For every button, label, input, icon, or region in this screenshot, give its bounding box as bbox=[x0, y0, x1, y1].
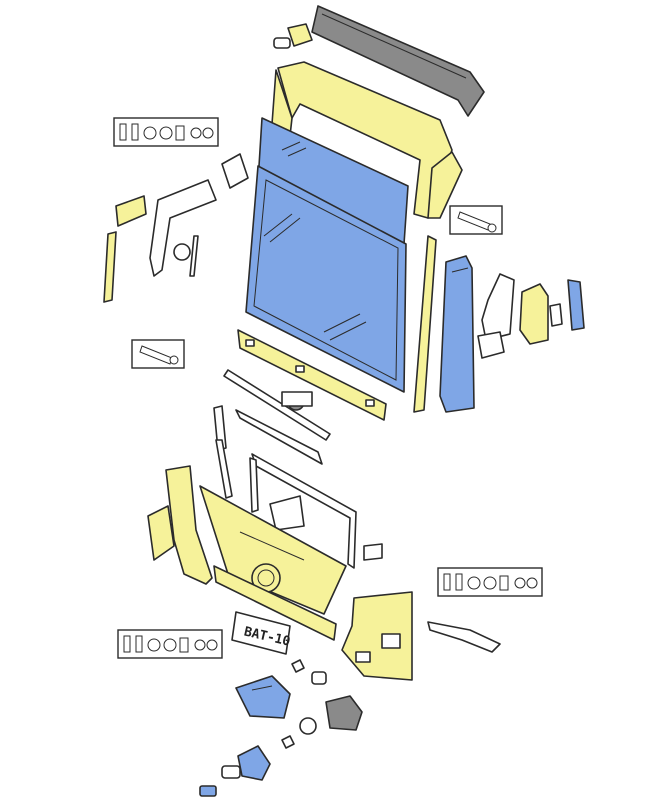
wiper-bracket bbox=[213, 405, 227, 451]
bolt-icon bbox=[119, 123, 127, 141]
license-plate: BAT-10 bbox=[231, 611, 292, 655]
washer-icon bbox=[143, 126, 157, 140]
ring-icon bbox=[202, 127, 214, 139]
bolt-icon bbox=[443, 573, 451, 591]
cowl-bracket bbox=[269, 495, 305, 531]
grille-support-frame bbox=[249, 453, 357, 569]
small-bolt bbox=[291, 659, 305, 673]
mirror-arm-left bbox=[149, 153, 249, 277]
marker-light-top bbox=[273, 23, 313, 49]
front-grille bbox=[199, 485, 347, 615]
nut-icon bbox=[159, 126, 173, 140]
ring-icon bbox=[526, 577, 538, 589]
adhesive-tube-icon bbox=[139, 345, 179, 365]
adhesive-tube-icon bbox=[457, 211, 497, 233]
bumper-corner-right bbox=[341, 591, 413, 681]
windshield-glass bbox=[245, 165, 407, 393]
grommet-ring bbox=[299, 717, 317, 735]
connector-bracket bbox=[363, 543, 383, 561]
corner-panel-left bbox=[147, 465, 213, 585]
windshield-lower-trim bbox=[237, 329, 387, 421]
small-bolt-lower bbox=[281, 735, 295, 749]
a-pillar-strip-right bbox=[413, 235, 437, 413]
trim-left-rod bbox=[189, 235, 199, 277]
washer-icon bbox=[467, 576, 481, 590]
washer-icon bbox=[147, 638, 161, 652]
bolt-icon bbox=[455, 573, 463, 591]
trim-left-strip bbox=[103, 231, 117, 303]
bulb-socket bbox=[311, 671, 327, 685]
indicator-lamp bbox=[325, 695, 363, 731]
trim-left-upper bbox=[115, 195, 147, 227]
adhesive-tube-panel-right bbox=[449, 205, 503, 235]
ring-icon bbox=[206, 639, 218, 651]
step-bracket-right bbox=[427, 621, 501, 653]
lens-cover bbox=[221, 765, 241, 779]
fastener-kit-top-left bbox=[113, 117, 219, 147]
bolt-icon bbox=[135, 635, 143, 653]
clip-icon bbox=[179, 637, 189, 653]
adhesive-tube-panel-left bbox=[131, 339, 185, 369]
hinge-strip-left bbox=[215, 439, 233, 499]
headlamp-housing bbox=[235, 675, 291, 719]
nut-icon bbox=[483, 576, 497, 590]
wiper-linkage bbox=[223, 369, 331, 465]
fastener-kit-right bbox=[437, 567, 543, 597]
bolt-icon bbox=[123, 635, 131, 653]
fastener-kit-bottom-left bbox=[117, 629, 223, 659]
lower-bumper-bar bbox=[213, 565, 337, 641]
grommet-icon bbox=[514, 577, 526, 589]
side-mirror-right bbox=[477, 273, 585, 359]
clip-icon bbox=[499, 575, 509, 591]
bolt-icon bbox=[131, 123, 139, 141]
upper-frame bbox=[271, 61, 463, 219]
clip-tiny bbox=[199, 785, 217, 797]
nut-icon bbox=[163, 638, 177, 652]
clip-icon bbox=[175, 125, 185, 141]
sun-visor bbox=[311, 5, 485, 117]
grommet-icon bbox=[194, 639, 206, 651]
door-pillar-right bbox=[439, 255, 475, 413]
grommet-icon bbox=[190, 127, 202, 139]
fog-lamp-lower bbox=[237, 745, 271, 781]
